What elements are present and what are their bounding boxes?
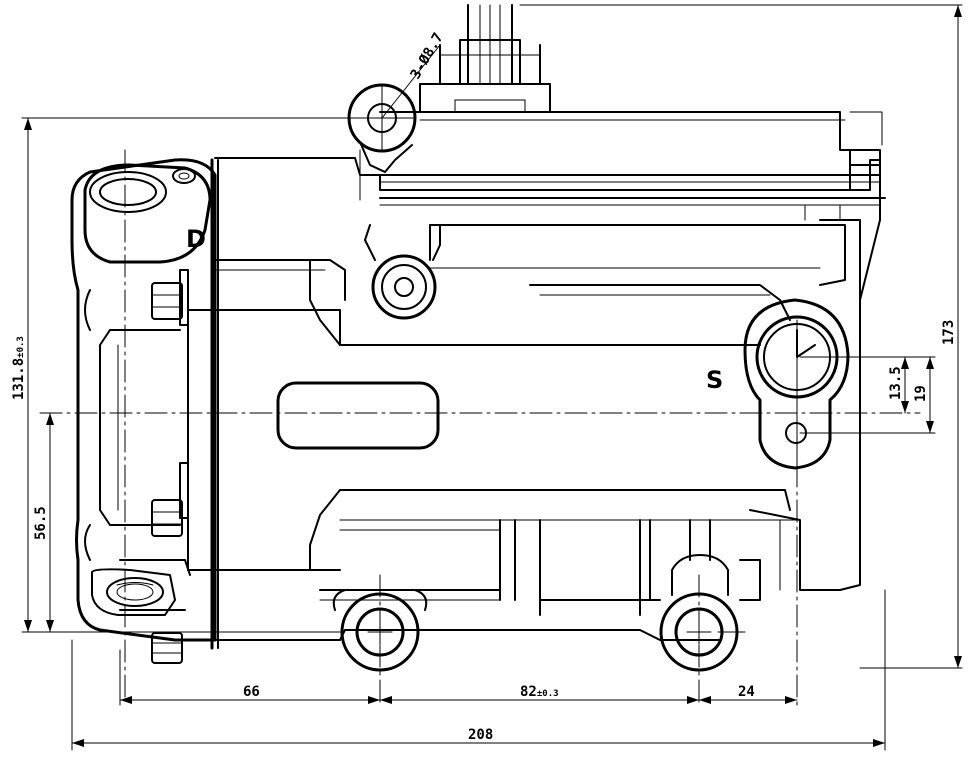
dim-offset-s1: 13.5	[888, 366, 904, 400]
left-bolts	[151, 269, 189, 664]
lug-bottom-left	[91, 568, 176, 616]
dim-height-ref: 131.8±0.3	[11, 336, 27, 400]
dim-span-left: 66	[243, 684, 260, 700]
label-s: S	[706, 366, 723, 394]
body-outline	[70, 157, 881, 650]
boss-middle	[364, 224, 441, 320]
label-d: D	[186, 225, 206, 253]
dim-width-total: 208	[468, 727, 493, 743]
main-housing	[84, 204, 861, 611]
dim-offset-s2: 19	[913, 385, 929, 402]
dim-height-total: 173	[941, 320, 957, 345]
extension-lines	[21, 4, 963, 751]
lug-top-left: D	[83, 163, 212, 264]
boss-bottom-right	[659, 554, 746, 672]
dim-lines	[24, 4, 962, 747]
center-lines	[39, 149, 921, 706]
dim-texts: 208 66 82±0.3 24 173 131.8±0.3 56.5 13.5…	[11, 320, 957, 743]
dim-span-right: 24	[738, 684, 755, 700]
bottom-ribs	[319, 519, 801, 616]
top-cover	[379, 4, 886, 206]
port-s: S	[706, 298, 850, 471]
dim-offset-low: 56.5	[33, 506, 49, 540]
window-slot	[276, 381, 440, 450]
dim-span-mid: 82±0.3	[520, 684, 559, 700]
